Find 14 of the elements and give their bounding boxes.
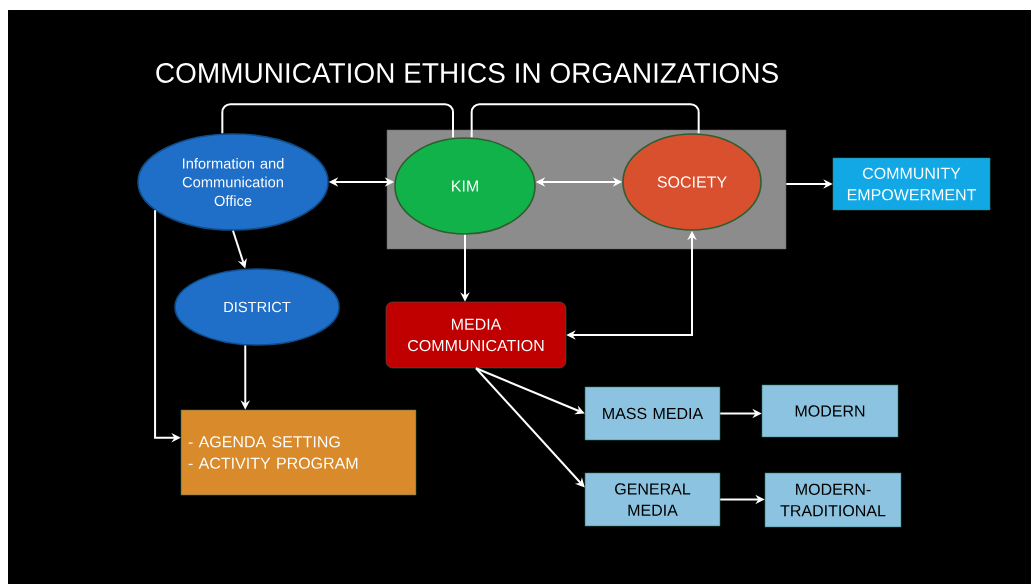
oval-node: DISTRICT (174, 268, 340, 346)
process-box: MEDIA COMMUNICATION (385, 301, 567, 369)
process-box: MODERN (761, 384, 899, 438)
oval-node: SOCIETY (622, 133, 762, 231)
bracket-connector (470, 103, 700, 139)
title: COMMUNICATION ETHICS IN ORGANIZATIONS (156, 63, 778, 83)
process-box: MASS MEDIA (584, 386, 721, 441)
process-box: GENERAL MEDIA (584, 472, 721, 527)
process-box: - AGENDA SETTING - ACTIVITY PROGRAM (180, 409, 417, 496)
oval-node: KIM (394, 137, 536, 235)
oval-node: Information and Communication Office (137, 133, 329, 231)
process-box: COMMUNITY EMPOWERMENT (832, 157, 991, 211)
bracket-connector (221, 103, 454, 139)
process-box: MODERN-TRADITIONAL (764, 472, 902, 528)
